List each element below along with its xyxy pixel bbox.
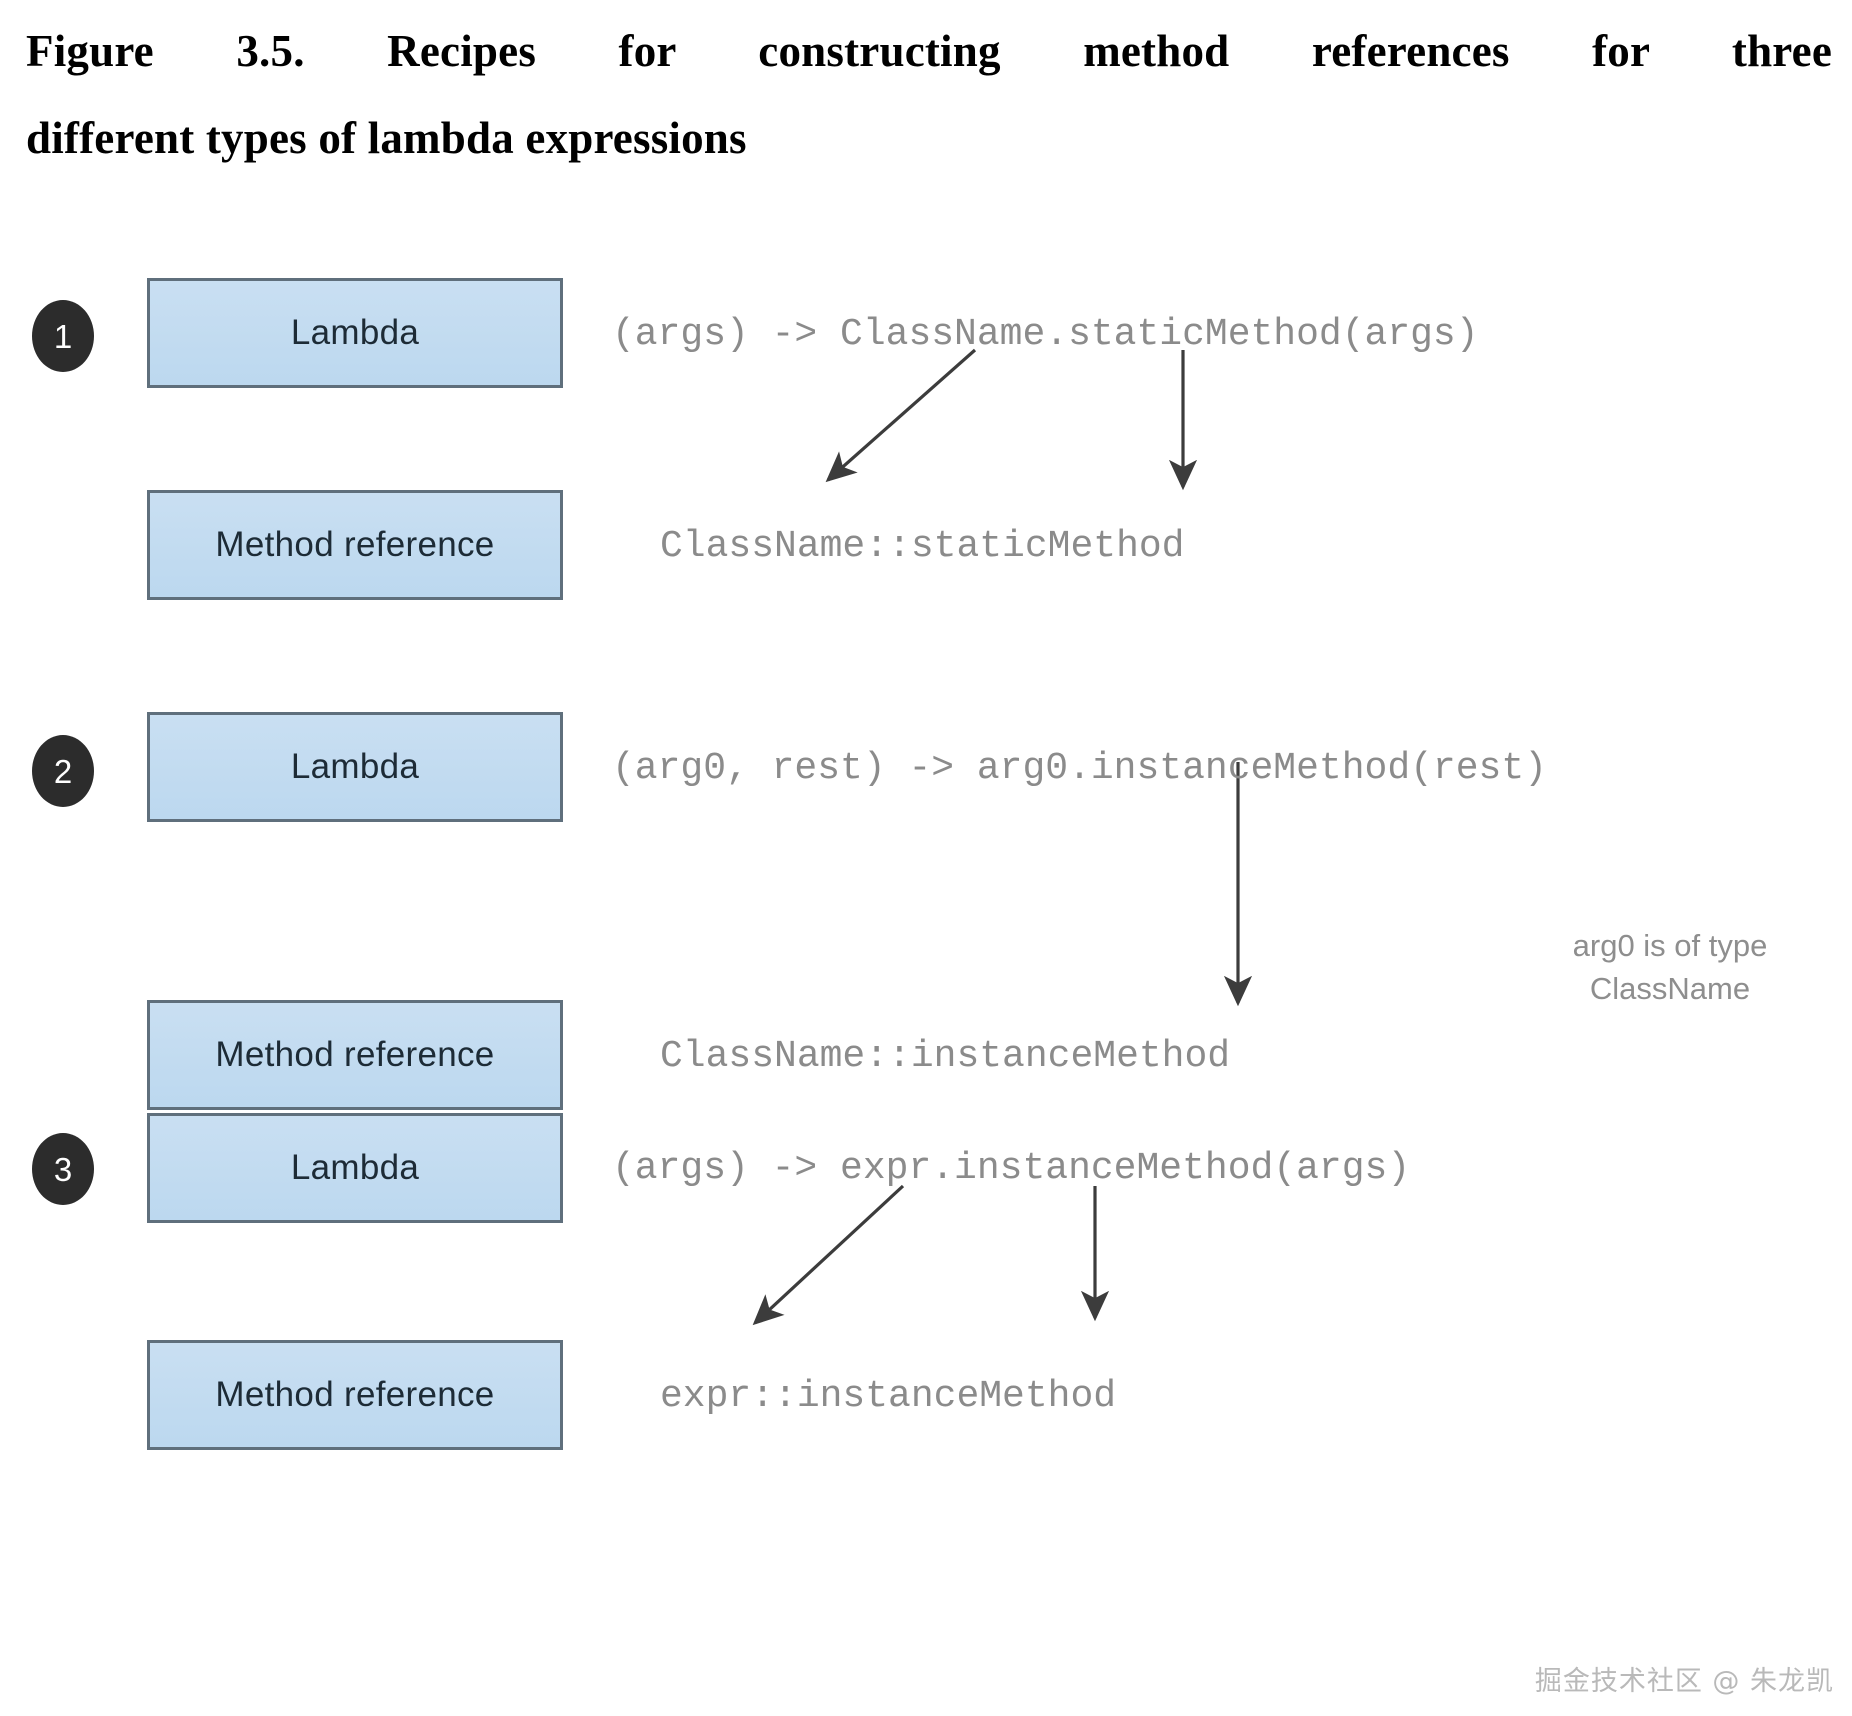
lambda-code-3: (args) -> expr.instanceMethod(args)	[612, 1147, 1411, 1190]
method-reference-code-1: ClassName::staticMethod	[660, 525, 1185, 568]
lambda-box-label-1: Lambda	[290, 313, 420, 352]
lambda-code-2: (arg0, rest) -> arg0.instanceMethod(rest…	[612, 747, 1547, 790]
lambda-box-label-3: Lambda	[290, 1148, 420, 1187]
method-reference-box-2: Method reference	[147, 1000, 563, 1110]
lambda-box-2: Lambda	[147, 712, 563, 822]
lambda-box-label-2: Lambda	[290, 747, 420, 786]
arrow-3-diagonal	[752, 1184, 905, 1326]
method-reference-box-3: Method reference	[147, 1340, 563, 1450]
recipe-block-1: 1 Lambda Method reference (args) -> Clas…	[0, 0, 1852, 620]
type-annotation-note-2: arg0 is of type ClassName	[1572, 928, 1768, 1006]
lambda-code-1: (args) -> ClassName.staticMethod(args)	[612, 313, 1479, 356]
step-badge-2: 2	[32, 735, 94, 807]
method-reference-box-label-1: Method reference	[215, 525, 495, 564]
recipe-block-3: 3 Lambda Method reference (args) -> expr…	[0, 0, 1852, 1450]
recipe-block-2: 2 Lambda Method reference (arg0, rest) -…	[0, 0, 1852, 1110]
method-reference-box-label-3: Method reference	[215, 1375, 495, 1414]
method-reference-code-3: expr::instanceMethod	[660, 1375, 1117, 1418]
lambda-box-3: Lambda	[147, 1113, 563, 1223]
method-reference-code-2: ClassName::instanceMethod	[660, 1035, 1231, 1078]
method-reference-box-1: Method reference	[147, 490, 563, 600]
step-badge-3: 3	[32, 1133, 94, 1205]
lambda-box-1: Lambda	[147, 278, 563, 388]
method-reference-box-label-2: Method reference	[215, 1035, 495, 1074]
watermark: 掘金技术社区 @ 朱龙凯	[1534, 1666, 1834, 1697]
figure-caption: Figure 3.5. Recipes for constructing met…	[26, 8, 1832, 183]
caption-line-1: Figure 3.5. Recipes for constructing met…	[26, 26, 1832, 76]
caption-line-2: different types of lambda expressions	[26, 113, 747, 164]
step-badge-1: 1	[32, 300, 94, 372]
